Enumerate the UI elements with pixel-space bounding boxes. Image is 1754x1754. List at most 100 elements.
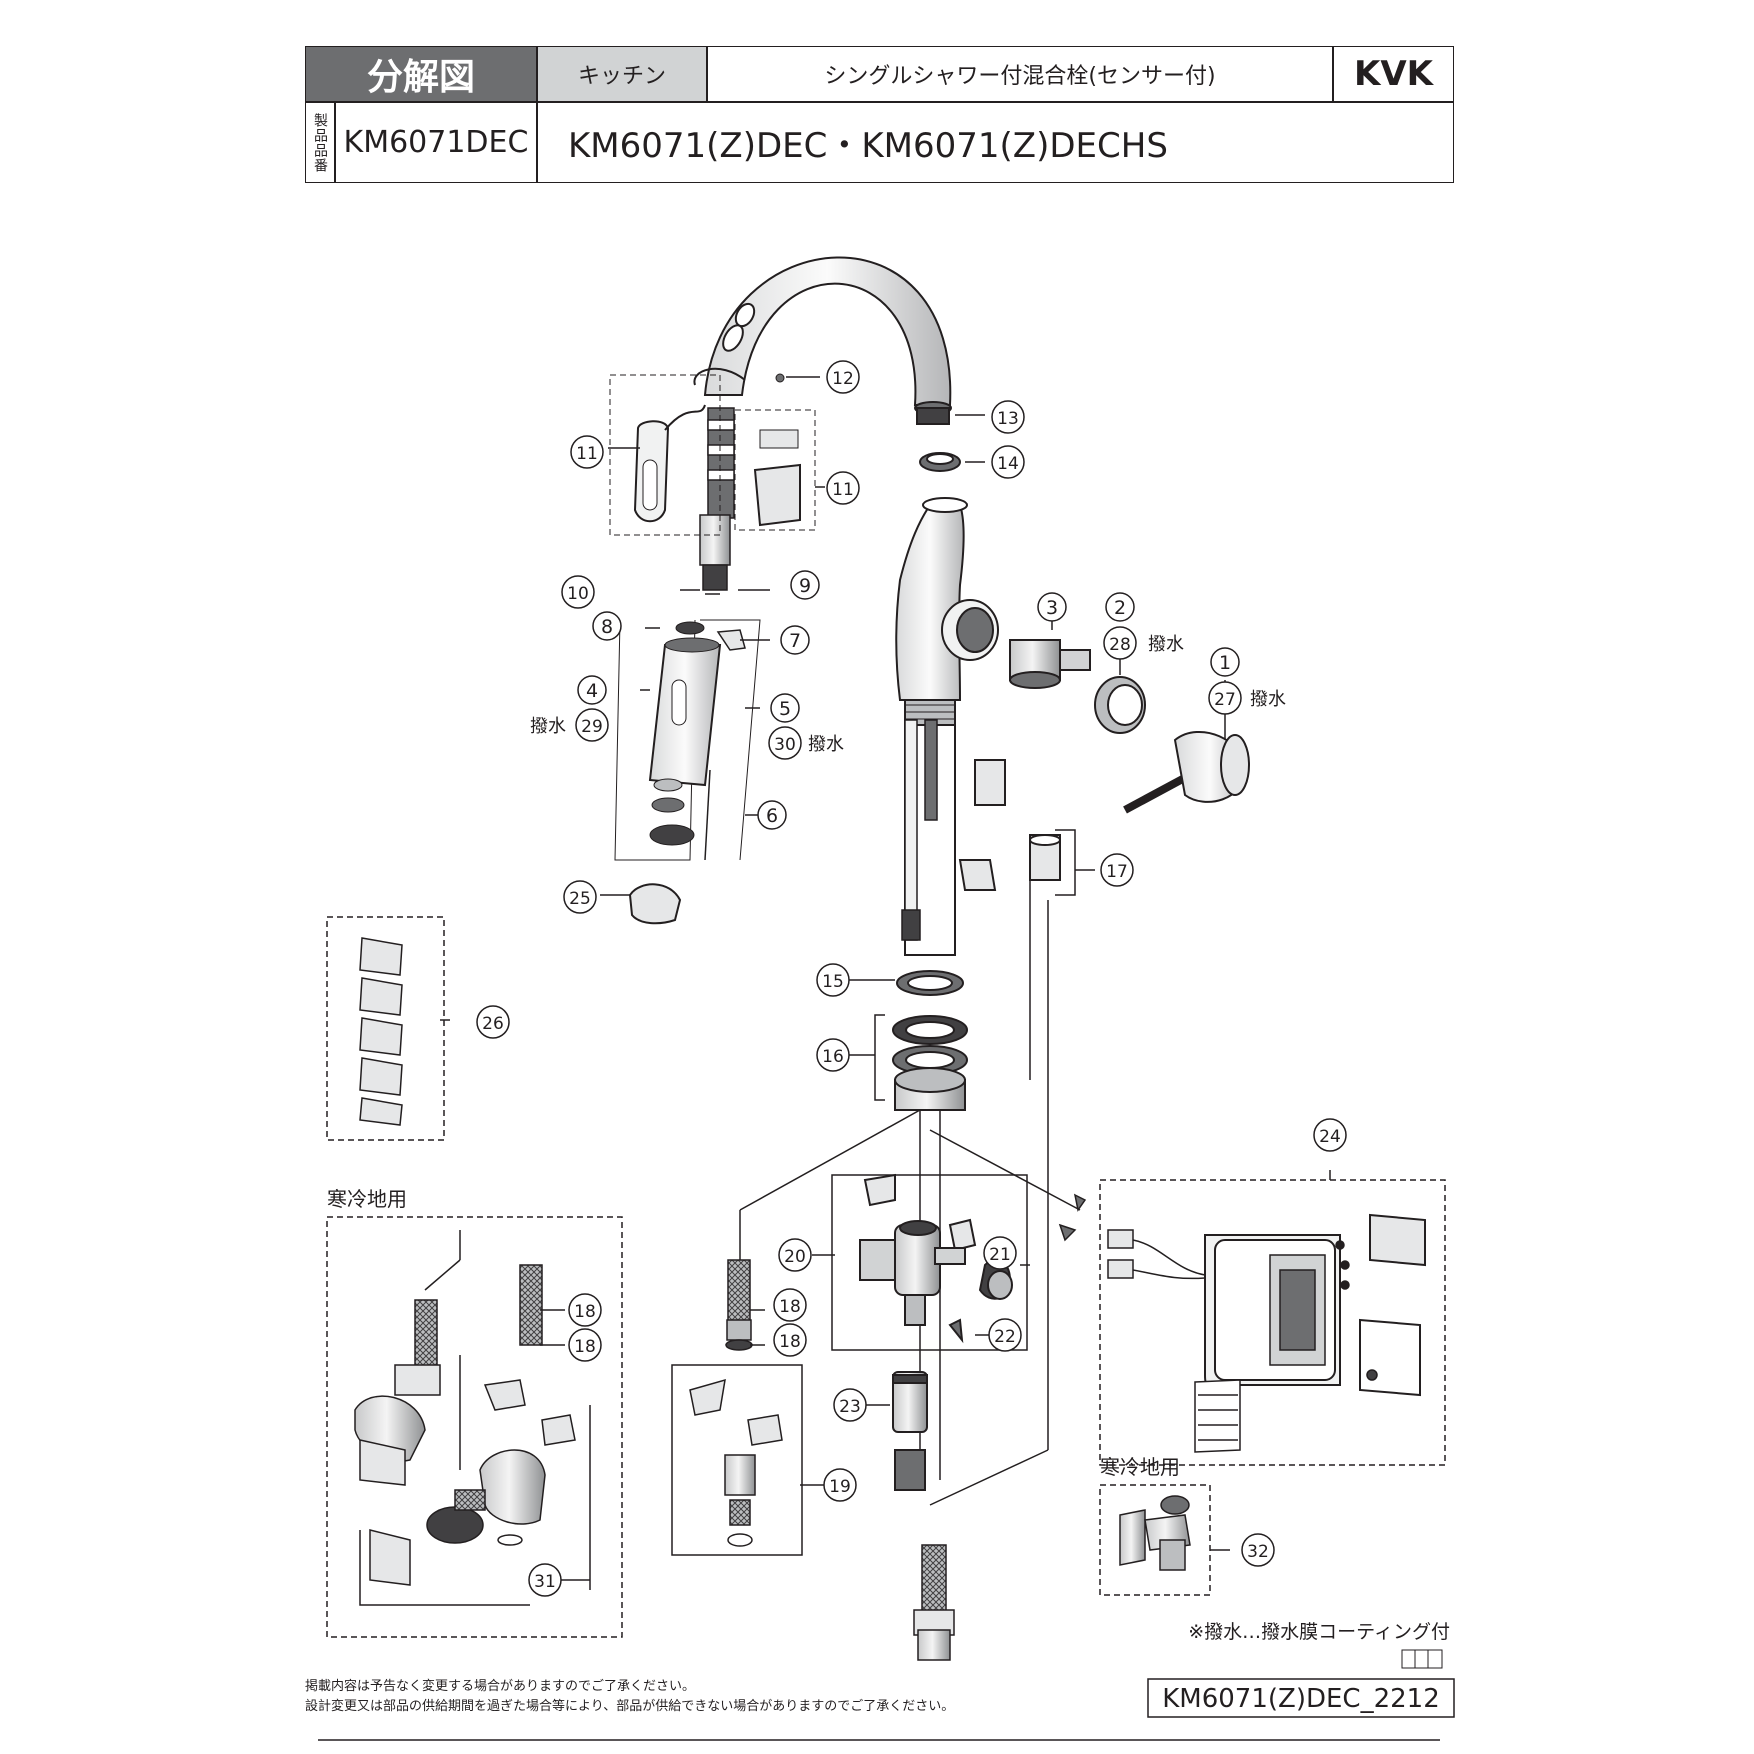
stickers-26 xyxy=(326,916,445,1141)
svg-text:27: 27 xyxy=(1214,690,1236,710)
callout-20: 20 xyxy=(778,1238,812,1272)
callout-4: 4 xyxy=(577,675,607,705)
water-repellent-note: ※撥水…撥水膜コーティング付 xyxy=(1188,1621,1450,1643)
callout-19: 19 xyxy=(823,1468,857,1502)
callout-15: 15 xyxy=(816,963,850,997)
svg-text:30: 30 xyxy=(774,735,796,755)
svg-text:20: 20 xyxy=(784,1247,806,1267)
svg-text:11: 11 xyxy=(576,444,598,464)
svg-text:6: 6 xyxy=(766,805,778,827)
callout-18-a: 18 xyxy=(773,1288,807,1322)
bottom-supply-hose xyxy=(913,1544,955,1661)
label-27-water-repellent: 撥水 xyxy=(1250,689,1286,710)
svg-text:19: 19 xyxy=(829,1477,851,1497)
nut-2 xyxy=(1094,676,1146,734)
cold-region-label-right: 寒冷地用 xyxy=(1100,1455,1180,1479)
callout-11-right: 11 xyxy=(826,471,860,505)
svg-text:29: 29 xyxy=(581,717,603,737)
screw-12 xyxy=(775,373,785,383)
svg-text:21: 21 xyxy=(989,1245,1011,1265)
cold-region-labels: 寒冷地用 寒冷地用 xyxy=(327,1187,1180,1479)
callout-31: 31 xyxy=(528,1563,562,1597)
svg-text:3: 3 xyxy=(1046,597,1058,619)
svg-text:32: 32 xyxy=(1247,1542,1269,1562)
cold-region-label-left: 寒冷地用 xyxy=(327,1187,407,1211)
connector-23 xyxy=(892,1371,928,1491)
page-title: 分解図 xyxy=(366,57,475,98)
callout-7: 7 xyxy=(780,625,810,655)
callout-1: 1 xyxy=(1210,647,1240,677)
callout-14: 14 xyxy=(991,445,1025,479)
callout-18-b: 18 xyxy=(773,1323,807,1357)
category-label: キッチン xyxy=(577,64,666,89)
cover-11-left-group xyxy=(609,374,721,536)
svg-text:13: 13 xyxy=(997,409,1019,429)
svg-text:5: 5 xyxy=(779,698,791,720)
svg-text:8: 8 xyxy=(601,616,613,638)
callout-3: 3 xyxy=(1037,592,1067,622)
callout-25: 25 xyxy=(563,880,597,914)
svg-text:14: 14 xyxy=(997,454,1019,474)
callout-8: 8 xyxy=(592,611,622,641)
callout-17: 17 xyxy=(1100,853,1134,887)
svg-text:26: 26 xyxy=(482,1014,504,1034)
callout-5: 5 xyxy=(770,693,800,723)
svg-text:24: 24 xyxy=(1319,1127,1341,1147)
product-name: シングルシャワー付混合栓(センサー付) xyxy=(824,64,1216,89)
spout-hose xyxy=(699,407,735,591)
part-number-cell: KM6071DEC xyxy=(335,102,537,183)
model-names-cell: KM6071(Z)DEC・KM6071(Z)DECHS xyxy=(537,102,1454,183)
hose-18-middle xyxy=(725,1259,753,1351)
svg-text:17: 17 xyxy=(1106,862,1128,882)
svg-text:18: 18 xyxy=(574,1337,596,1357)
callout-2: 2 xyxy=(1105,592,1135,622)
part-number-label: 製品品番 xyxy=(312,112,328,173)
svg-text:18: 18 xyxy=(574,1302,596,1322)
disclaimer-line-2: 設計変更又は部品の供給期間を過ぎた場合等により、部品が供給できない場合があります… xyxy=(305,1698,954,1714)
callout-21: 21 xyxy=(983,1236,1017,1270)
svg-text:12: 12 xyxy=(832,369,854,389)
callout-32: 32 xyxy=(1241,1533,1275,1567)
svg-text:7: 7 xyxy=(789,630,801,652)
model-names: KM6071(Z)DEC・KM6071(Z)DECHS xyxy=(568,126,1168,166)
hose-clip xyxy=(958,759,1006,891)
svg-text:11: 11 xyxy=(832,480,854,500)
callout-29: 29 xyxy=(575,708,609,742)
label-28-water-repellent: 撥水 xyxy=(1148,634,1184,655)
svg-text:2: 2 xyxy=(1114,597,1126,619)
part-number-label-cell: 製品品番 xyxy=(305,102,335,183)
controller-24 xyxy=(1058,1179,1446,1466)
callouts: 1 2 3 4 5 6 7 8 9 10 11 11 12 13 14 15 1… xyxy=(476,360,1347,1597)
svg-text:10: 10 xyxy=(567,584,589,604)
callout-26: 26 xyxy=(476,1005,510,1039)
washers-15-16 xyxy=(892,970,968,1111)
spout xyxy=(693,256,952,425)
title-cell: 分解図 xyxy=(305,46,537,102)
cartridge-3 xyxy=(1009,639,1091,689)
sensor-17 xyxy=(1029,834,1061,881)
label-30-water-repellent: 撥水 xyxy=(808,734,844,755)
svg-text:9: 9 xyxy=(799,575,811,597)
callout-18-c: 18 xyxy=(568,1293,602,1327)
label-29-water-repellent: 撥水 xyxy=(530,716,566,737)
callout-12: 12 xyxy=(826,360,860,394)
callout-6: 6 xyxy=(757,800,787,830)
callout-10: 10 xyxy=(561,575,595,609)
svg-text:16: 16 xyxy=(822,1047,844,1067)
small-box-icon xyxy=(1401,1649,1443,1669)
callout-24: 24 xyxy=(1313,1118,1347,1152)
internal-hoses xyxy=(901,719,938,941)
cold-region-32 xyxy=(1099,1484,1211,1596)
svg-text:23: 23 xyxy=(839,1397,861,1417)
callout-9: 9 xyxy=(790,570,820,600)
doc-code-box: KM6071(Z)DEC_2212 xyxy=(1147,1678,1455,1718)
doc-code: KM6071(Z)DEC_2212 xyxy=(1162,1684,1440,1714)
svg-text:15: 15 xyxy=(822,972,844,992)
brand-cell: KVK xyxy=(1333,46,1454,102)
cover-11-right-group xyxy=(734,409,816,531)
callout-16: 16 xyxy=(816,1038,850,1072)
callout-28: 28 xyxy=(1103,626,1137,660)
svg-text:28: 28 xyxy=(1109,635,1131,655)
callout-13: 13 xyxy=(991,400,1025,434)
